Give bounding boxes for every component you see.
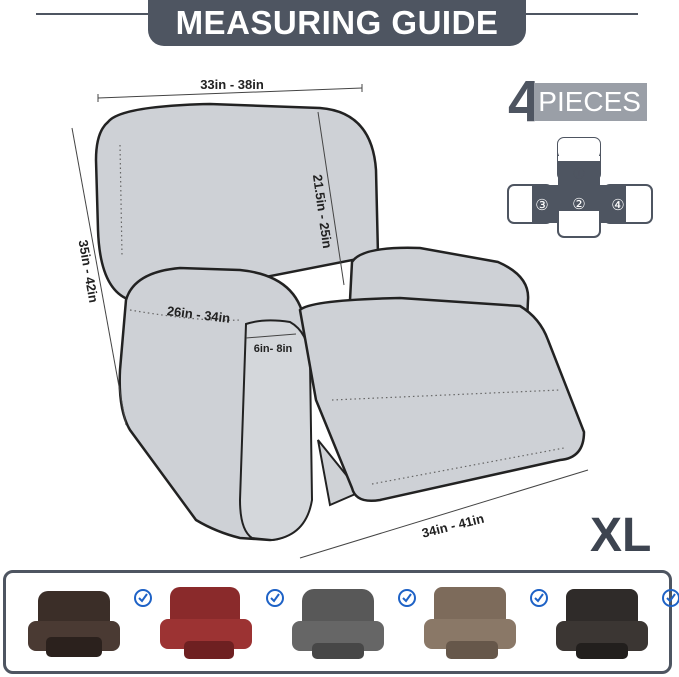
check-icon (398, 589, 416, 607)
piece-number-2: ② (572, 196, 585, 213)
piece-number-4: ④ (611, 197, 624, 214)
seat-footrest (298, 296, 586, 502)
pieces-badge: 4 PIECES (508, 73, 647, 131)
page-title: MEASURING GUIDE (175, 4, 499, 41)
recliner-thumbnail-4 (420, 581, 548, 667)
back-width-label: 33in - 38in (200, 77, 264, 92)
recliner-thumbnail-3 (288, 581, 416, 667)
recliner-thumbnail-2 (156, 581, 284, 667)
arm-front (238, 319, 314, 542)
footrest-length-label: 34in - 41in (420, 511, 485, 541)
recliner-thumbnail-5 (552, 581, 679, 667)
back-cushion (94, 102, 380, 302)
arm-width-label: 6in- 8in (254, 343, 293, 355)
check-icon (266, 589, 284, 607)
size-label: XL (590, 509, 652, 562)
recliner-thumbnail-1 (24, 581, 152, 667)
check-icon (662, 589, 679, 607)
piece-center-block (558, 161, 600, 211)
compatible-recliners-strip (3, 570, 679, 674)
piece-number-1: ① (572, 166, 585, 183)
piece-layout-diagram: ① ② ③ ④ (507, 137, 653, 238)
check-icon (530, 589, 548, 607)
title-rule-right (526, 13, 638, 15)
recliner-cover-illustration: 33in - 38in 21.5in - 25in 35in - 42in 26… (71, 77, 589, 559)
red-recliner-icon (160, 587, 252, 659)
black-recliner-icon (556, 589, 648, 659)
title-banner: MEASURING GUIDE (148, 0, 526, 46)
title-rule-left (36, 13, 148, 15)
pieces-label: PIECES (534, 83, 647, 121)
taupe-recliner-icon (424, 587, 516, 659)
check-icon (134, 589, 152, 607)
piece-number-3: ③ (535, 197, 548, 214)
gray-recliner-icon (292, 589, 384, 659)
total-height-label: 35in - 42in (76, 239, 102, 304)
footrest-support (317, 439, 362, 507)
dark-brown-recliner-icon (28, 591, 120, 657)
